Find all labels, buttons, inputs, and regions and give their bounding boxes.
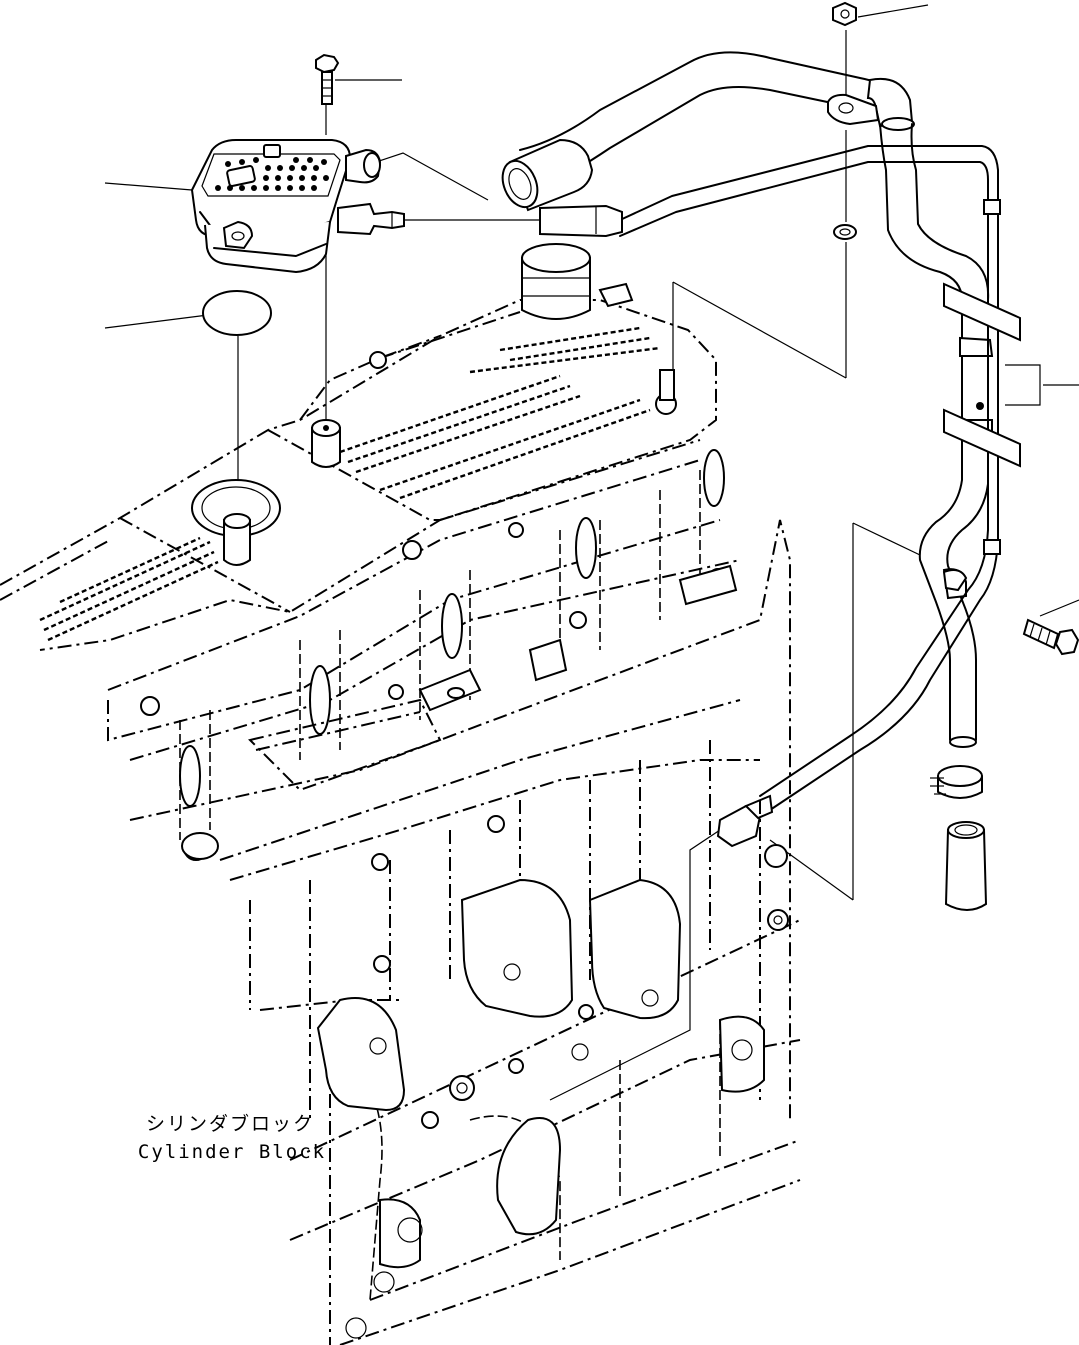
cylinder-block [129,519,801,1345]
cylinder-block-label-en: Cylinder Block [138,1141,326,1163]
hose-short [944,821,988,911]
head-cover [0,243,717,651]
hose-clamp-small [930,765,983,799]
bolt-right [1022,618,1079,656]
leader-lines [104,4,1079,1101]
cylinder-block-label-jp: シリンダブロック [146,1112,314,1135]
bolt-top [315,53,340,105]
breather-hose-top [501,51,915,212]
nut-top-right [832,1,857,27]
breather-separator [190,139,405,274]
vent-pipe [539,145,1021,848]
o-ring [202,290,272,336]
washer-right [833,224,857,240]
